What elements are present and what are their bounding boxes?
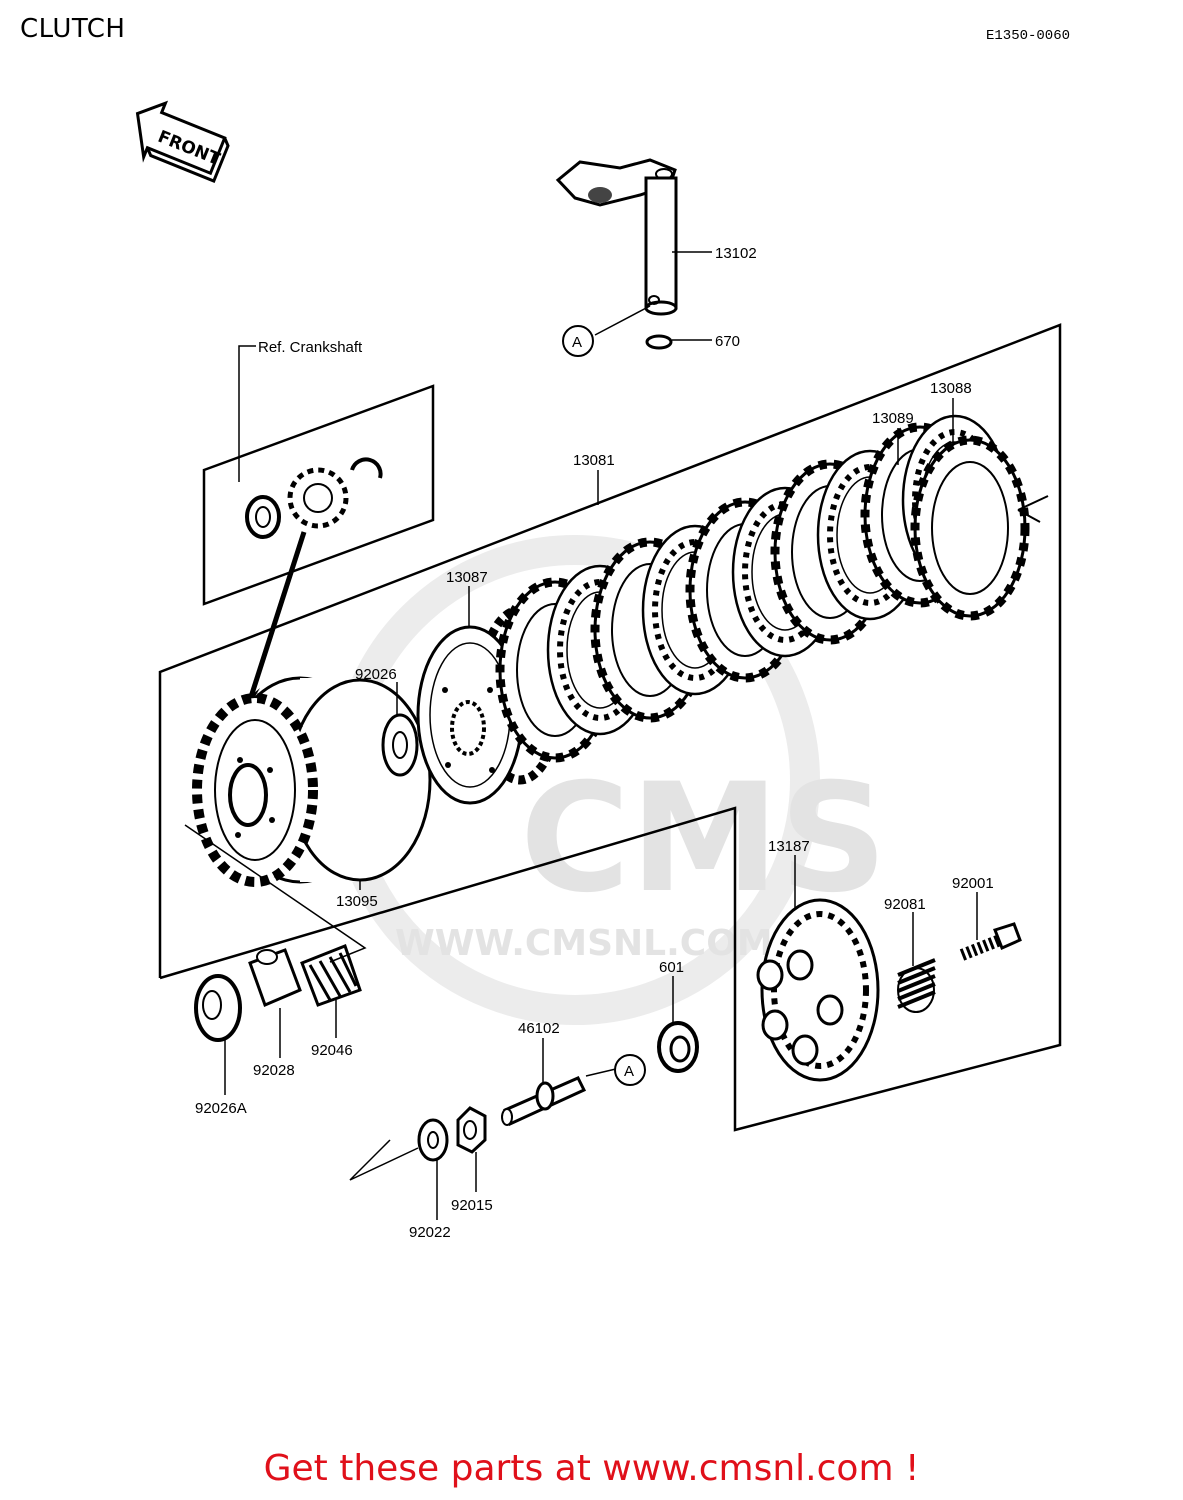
label-13187: 13187 <box>768 838 810 855</box>
ref-a-bottom-label: A <box>624 1063 634 1080</box>
pressure-plate-part <box>756 898 880 1082</box>
label-ref-crankshaft: Ref. Crankshaft <box>258 339 363 356</box>
collar-part <box>194 974 242 1042</box>
label-13088: 13088 <box>930 380 972 397</box>
leader-lines <box>184 251 978 1220</box>
release-shaft-part <box>555 158 678 350</box>
label-46102: 46102 <box>518 1020 560 1037</box>
label-670: 670 <box>715 333 740 350</box>
label-92046: 92046 <box>311 1042 353 1059</box>
clutch-assembly-box <box>158 323 1062 1132</box>
clutch-housing-part <box>192 676 432 887</box>
cmsnl-watermark: CMS WWW.CMSNL.COM <box>330 535 887 1025</box>
clutch-exploded-diagram: CMS WWW.CMSNL.COM FRONT <box>135 100 1062 1241</box>
label-13087: 13087 <box>446 569 488 586</box>
label-92028: 92028 <box>253 1062 295 1079</box>
label-601: 601 <box>659 959 684 976</box>
front-arrow-icon: FRONT <box>135 100 230 183</box>
watermark-url: WWW.CMSNL.COM <box>395 923 773 964</box>
needle-bearing-part <box>300 944 362 1007</box>
watermark-logo: CMS <box>520 752 887 926</box>
footer-link-text[interactable]: Get these parts at www.cmsnl.com ! <box>263 1448 920 1489</box>
bushing-part <box>248 948 302 1008</box>
label-13102: 13102 <box>715 245 757 262</box>
label-92022: 92022 <box>409 1224 451 1241</box>
label-13089: 13089 <box>872 410 914 427</box>
ref-a-marker-top: A <box>562 325 594 357</box>
clutch-bolt-part <box>959 922 1022 961</box>
ball-bearing-part <box>657 1021 699 1073</box>
label-92026A: 92026A <box>195 1100 247 1117</box>
label-92081: 92081 <box>884 896 926 913</box>
ref-a-marker-bottom: A <box>614 1054 646 1086</box>
clutch-spring-part <box>897 958 936 1013</box>
diagram-code: E1350-0060 <box>986 28 1071 44</box>
label-13081: 13081 <box>573 452 615 469</box>
crankshaft-ref-box <box>202 384 435 716</box>
label-13095: 13095 <box>336 893 378 910</box>
label-92015: 92015 <box>451 1197 493 1214</box>
washer-part <box>417 1118 449 1162</box>
label-92026: 92026 <box>355 666 397 683</box>
page-title: CLUTCH <box>20 14 126 44</box>
clutch-plate-stack <box>500 416 1049 758</box>
label-92001: 92001 <box>952 875 994 892</box>
lock-nut-part <box>456 1106 487 1154</box>
thrust-washer-part <box>381 713 419 777</box>
ref-a-top-label: A <box>572 334 582 351</box>
push-rod-part <box>501 1076 587 1127</box>
